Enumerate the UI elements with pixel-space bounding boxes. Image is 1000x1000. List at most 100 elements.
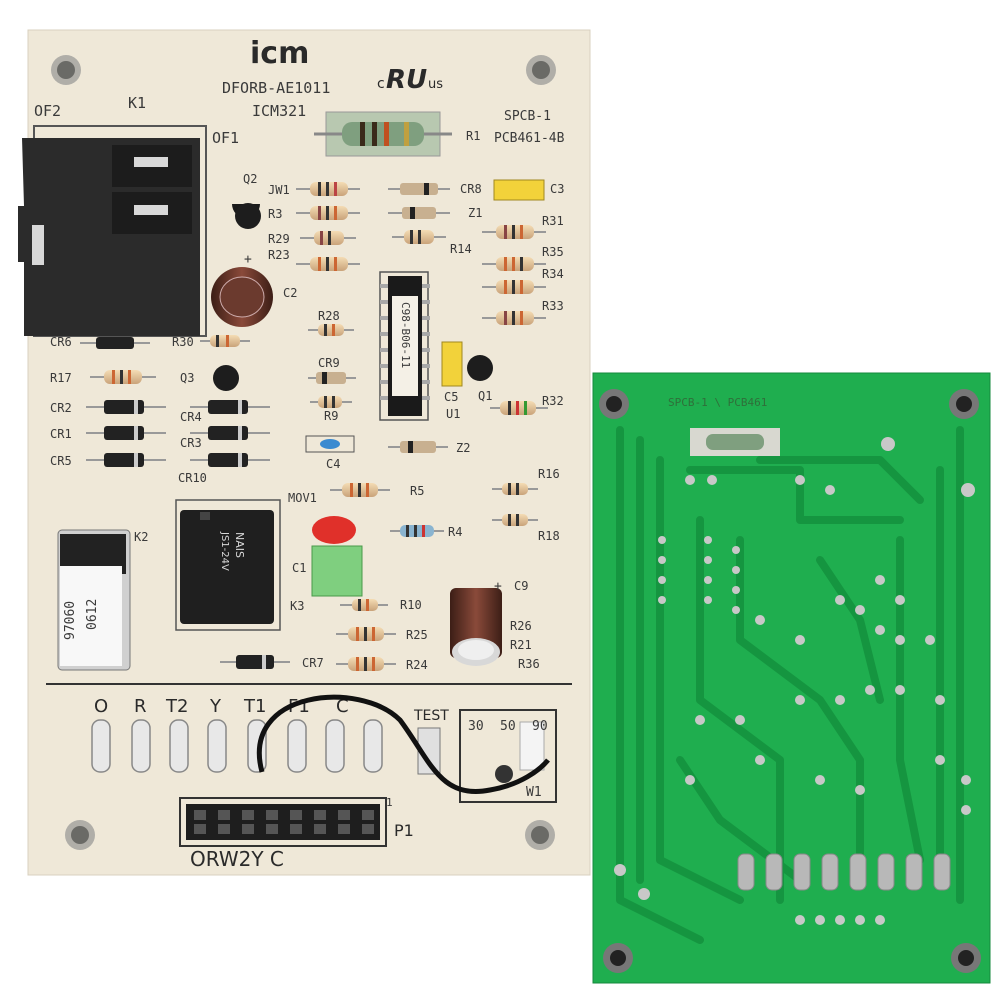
r21-label: R21 [510, 638, 532, 652]
ic-label-text: C98-B06-11 [399, 302, 412, 368]
q1-label: Q1 [478, 389, 492, 403]
c3-label: C3 [550, 182, 564, 196]
mounting-hole-icon [599, 389, 629, 419]
c9-plus: + [494, 579, 502, 594]
spcb-label: SPCB-1 [504, 109, 551, 124]
diode-cr3 [190, 426, 270, 440]
cr8-label: CR8 [460, 182, 482, 196]
resistor-r30 [200, 335, 250, 347]
resistor-r33 [482, 311, 546, 325]
resistor-r4 [390, 525, 444, 537]
z2-label: Z2 [456, 441, 470, 455]
capacitor-c5 [441, 341, 463, 387]
connector-p1 [179, 797, 387, 847]
spade-terminals [91, 719, 383, 773]
connector-signal-labels: ORW2Y C [190, 847, 284, 871]
mounting-hole-icon [949, 389, 979, 419]
c2-label: C2 [283, 286, 297, 300]
mounting-hole-icon [51, 55, 81, 85]
diode-z2 [388, 441, 448, 453]
r17-label: R17 [50, 371, 72, 385]
diode-z1 [388, 207, 450, 219]
dip-30: 30 [468, 719, 484, 734]
of2-label: OF2 [34, 102, 61, 120]
dip-50: 50 [500, 719, 516, 734]
resistor-r3 [296, 206, 360, 220]
cr7-label: CR7 [302, 656, 324, 670]
resistor-r29 [300, 231, 356, 245]
model-number: DFORB-AE1011 [222, 79, 330, 97]
diode-cr10 [190, 453, 270, 467]
ul-mark: RU [386, 65, 427, 95]
diode-cr2 [86, 400, 166, 414]
r28-label: R28 [318, 309, 340, 323]
cert-c: c [377, 76, 385, 92]
k2-sticker-line1: 97060 [63, 601, 78, 640]
p1-pin1: 1 [386, 796, 393, 809]
u1-label: U1 [446, 407, 460, 421]
cr3-label: CR3 [180, 436, 202, 450]
cr6-label: CR6 [50, 335, 72, 349]
r29-label: R29 [268, 232, 290, 246]
resistor-r18 [492, 514, 538, 526]
resistor-r32 [490, 401, 548, 415]
z1-label: Z1 [468, 206, 482, 220]
jumper-wire [257, 694, 550, 794]
r10-label: R10 [400, 598, 422, 612]
r32-label: R32 [542, 394, 564, 408]
mounting-hole-icon [526, 55, 556, 85]
k2-label: K2 [134, 530, 148, 544]
front-board: icm DFORB-AE1011 ICM321 c RU us SPCB-1 P… [18, 29, 591, 876]
capacitor-c1 [311, 545, 363, 597]
k3-relay-model: JS1-24V [219, 531, 230, 571]
terminal-y: Y [209, 696, 222, 717]
terminal-r: R [134, 696, 147, 717]
diode-cr6 [80, 337, 150, 349]
terminal-t2: T2 [165, 696, 188, 717]
cert-us: us [428, 77, 443, 92]
diode-cr5 [86, 453, 166, 467]
terminal-o: O [94, 696, 108, 717]
cr4-label: CR4 [180, 410, 202, 424]
relay-k1 [18, 138, 200, 336]
c1-label: C1 [292, 561, 306, 575]
resistor-r24 [336, 657, 396, 671]
r24-label: R24 [406, 658, 428, 672]
mounting-hole-icon [525, 820, 555, 850]
diode-cr7 [220, 655, 290, 669]
mounting-hole-icon [603, 943, 633, 973]
jw1-label: JW1 [268, 183, 290, 197]
capacitor-c4 [305, 435, 355, 453]
pcb-label: PCB461-4B [494, 131, 565, 146]
cr10-label: CR10 [178, 471, 207, 485]
r23-label: R23 [268, 248, 290, 262]
back-board: SPCB-1 \ PCB461 [592, 372, 991, 984]
r34-label: R34 [542, 267, 564, 281]
k3-label: K3 [290, 599, 304, 613]
r26-label: R26 [510, 619, 532, 633]
resistor-r1 [314, 111, 452, 157]
varistor-mov1 [312, 516, 356, 544]
terminal-c: C [336, 696, 349, 717]
r31-label: R31 [542, 214, 564, 228]
k1-label: K1 [128, 94, 146, 112]
terminal-pads [737, 853, 951, 891]
r3-label: R3 [268, 207, 282, 221]
q3-label: Q3 [180, 371, 194, 385]
speed-jumper-block [459, 709, 557, 803]
transistor-q3 [213, 365, 239, 391]
resistor-r14 [392, 230, 446, 244]
diode-cr4 [190, 400, 270, 414]
solder-pads [614, 437, 975, 925]
transistor-q2 [232, 203, 261, 229]
copper-traces [616, 426, 964, 944]
resistor-r28 [308, 324, 354, 336]
c9-label: C9 [514, 579, 528, 593]
capacitor-c2 [211, 267, 273, 327]
resistor-r25 [336, 627, 396, 641]
back-silk-label: SPCB-1 \ PCB461 [668, 396, 767, 409]
k2-sticker-line2: 0612 [85, 599, 100, 630]
c4-label: C4 [326, 457, 340, 471]
resistor-r10 [340, 599, 388, 611]
test-label: TEST [413, 708, 449, 724]
